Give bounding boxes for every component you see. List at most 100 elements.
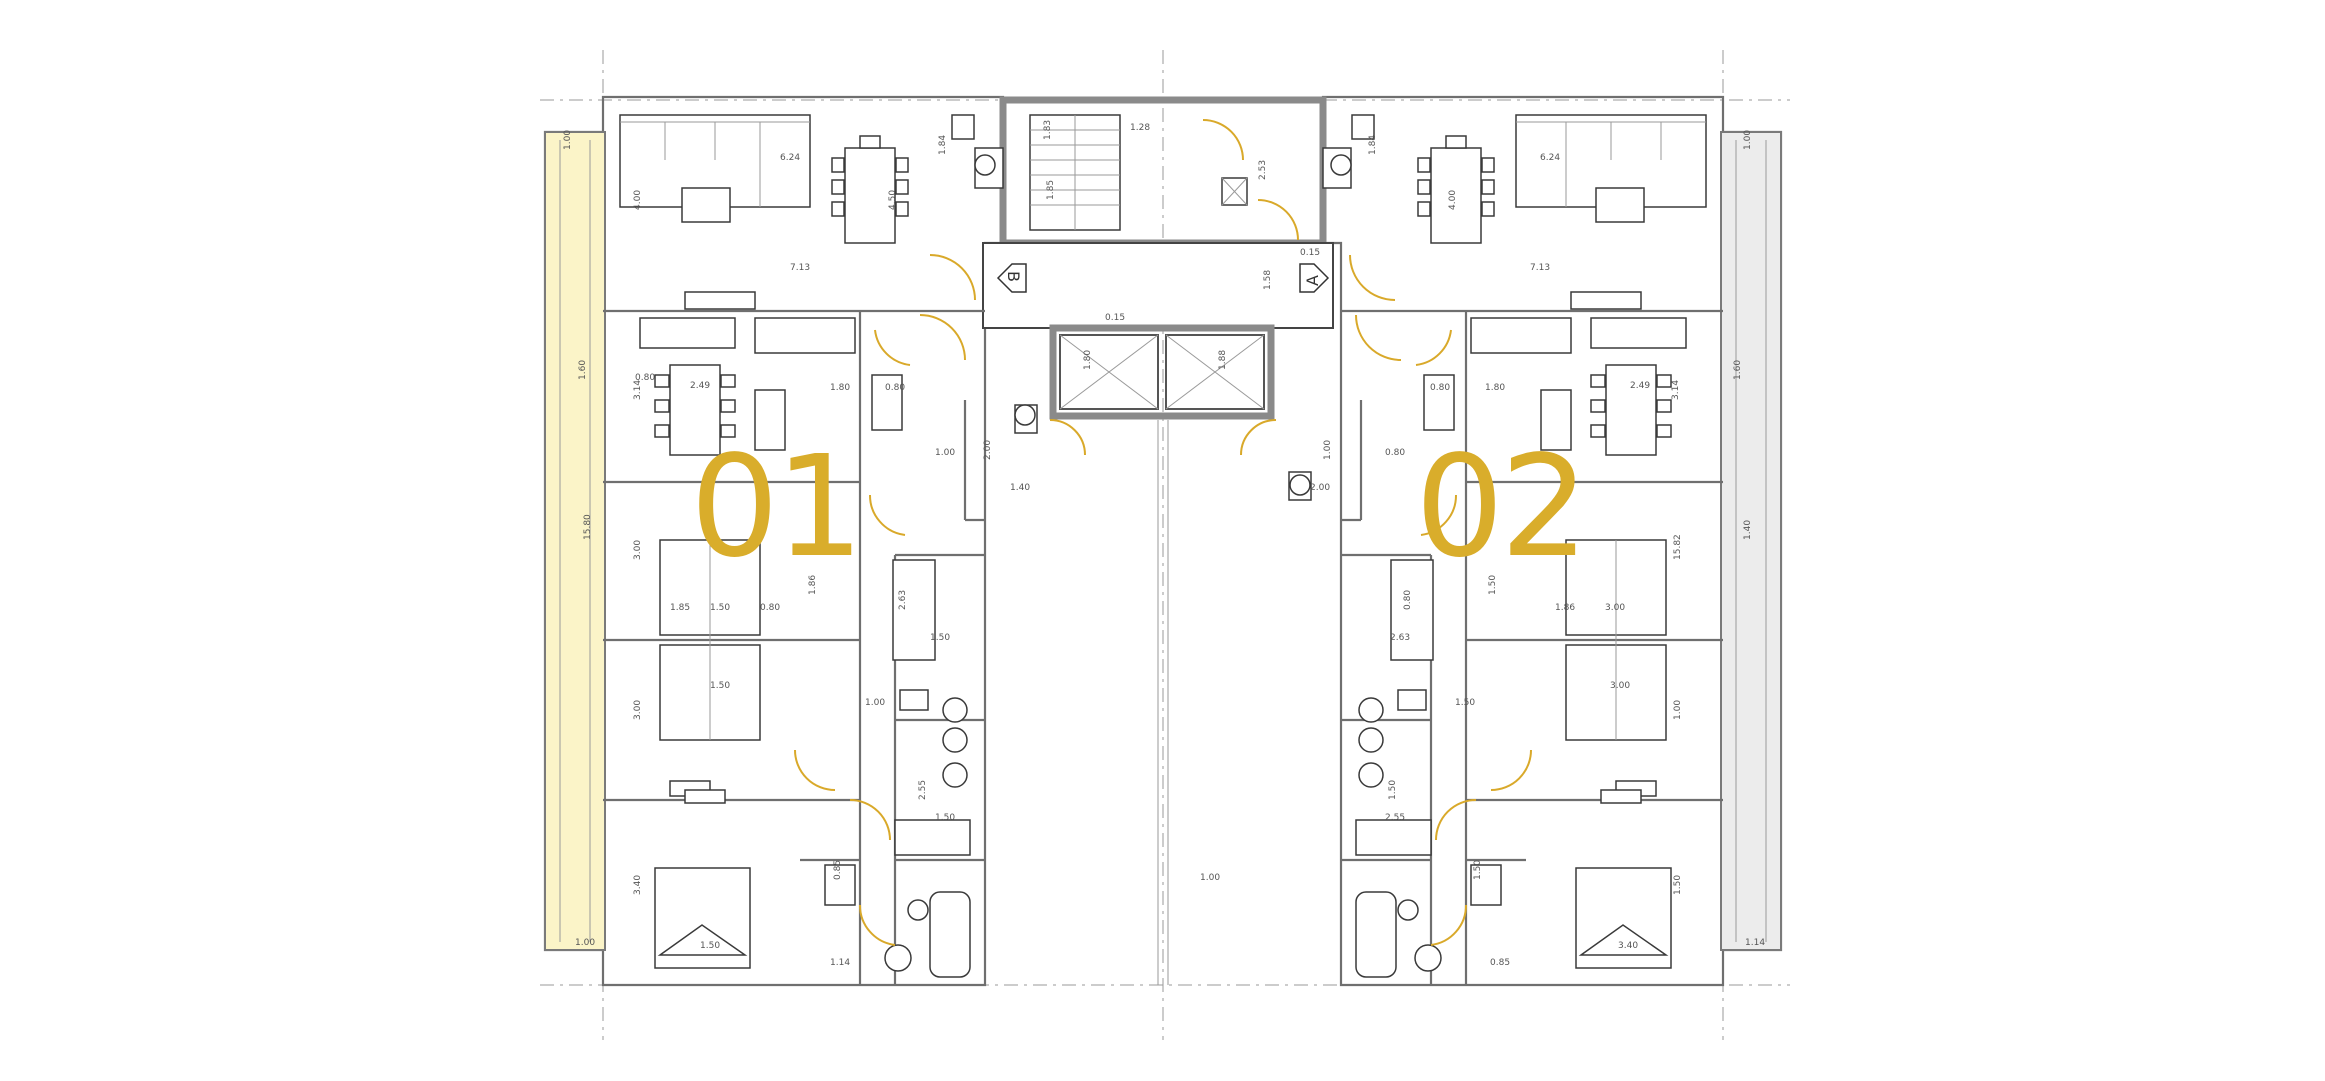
- dim-unit-02-9: 1.80: [1485, 383, 1505, 393]
- dim-unit-01-29: 1.50: [700, 941, 720, 951]
- kitchen-table-01: [669, 364, 721, 456]
- dim-unit-02-3: 6.24: [1540, 153, 1560, 163]
- dim-unit-01-3: 6.24: [780, 153, 800, 163]
- dim-core-7: 1.88: [1218, 350, 1228, 370]
- kitchen-table-02: [1605, 364, 1657, 456]
- dim-unit-01-31: 1.14: [830, 958, 850, 968]
- bathtub-01: [929, 891, 971, 978]
- dim-core-4: 0.15: [1300, 248, 1320, 258]
- core: B A: [982, 96, 1334, 985]
- kitchen-counter-01: [639, 317, 736, 349]
- dim-unit-01-15: 15.80: [583, 514, 593, 540]
- dim-unit-02-0: 1.00: [1743, 130, 1753, 150]
- core-lobby: [982, 242, 1334, 329]
- dim-unit-02-5: 1.60: [1733, 360, 1743, 380]
- dim-unit-02-15: 3.00: [1605, 603, 1625, 613]
- dim-unit-01-9: 0.80: [635, 373, 655, 383]
- unit-02-furniture: [1288, 114, 1707, 978]
- single-bed-01: [892, 559, 936, 661]
- doors: [794, 119, 1532, 946]
- dim-unit-01-10: 1.80: [830, 383, 850, 393]
- tv-unit-02: [1570, 291, 1642, 310]
- dim-unit-02-24: 2.55: [1385, 813, 1405, 823]
- dim-unit-02-13: 1.40: [1743, 520, 1753, 540]
- dim-unit-02-19: 2.63: [1390, 633, 1410, 643]
- dim-unit-01-17: 1.50: [710, 603, 730, 613]
- dim-unit-02-7: 2.49: [1630, 381, 1650, 391]
- toilet-02a: [1358, 697, 1384, 723]
- dim-unit-02-23: 1.50: [1388, 780, 1398, 800]
- dim-unit-01-23: 1.00: [865, 698, 885, 708]
- dim-unit-01-28: 3.40: [633, 875, 643, 895]
- unit-01-area: [543, 95, 1005, 987]
- dim-unit-01-4: 4.50: [888, 190, 898, 210]
- dim-unit-01-32: 1.00: [575, 938, 595, 948]
- dim-unit-01-18: 1.86: [808, 575, 818, 595]
- dim-unit-01-22: 1.50: [930, 633, 950, 643]
- dim-unit-02-16: 1.50: [1488, 575, 1498, 595]
- dim-unit-01-7: 3.14: [633, 380, 643, 400]
- wardrobe-01: [824, 864, 856, 906]
- dim-unit-02-8: 0.80: [1430, 383, 1450, 393]
- unit-01-balcony: [544, 131, 606, 951]
- dim-unit-01-24: 3.00: [633, 700, 643, 720]
- dim-unit-02-30: 1.00: [1200, 873, 1220, 883]
- dim-unit-02-28: 0.85: [1490, 958, 1510, 968]
- dim-unit-01-2: 7.13: [790, 263, 810, 273]
- bed-02c: [1575, 867, 1672, 969]
- dim-unit-02-25: 1.50: [1673, 875, 1683, 895]
- core-lift-block: [1049, 324, 1275, 420]
- coffee-table-02: [1595, 187, 1645, 223]
- dim-core-8: 0.15: [1105, 313, 1125, 323]
- dim-unit-01-25: 1.50: [710, 681, 730, 691]
- stair-label-a-text: A: [1303, 275, 1322, 286]
- tv-unit-01: [684, 291, 756, 310]
- dim-unit-02-18: 0.80: [1403, 590, 1413, 610]
- dim-unit-01-6: 1.60: [578, 360, 588, 380]
- dim-unit-02-1: 4.00: [1448, 190, 1458, 210]
- dim-unit-01-14: 1.40: [1010, 483, 1030, 493]
- unit-01-label: 01: [690, 426, 860, 589]
- dim-unit-01-19: 0.80: [760, 603, 780, 613]
- dim-core-2: 1.85: [1046, 180, 1056, 200]
- dim-unit-01-12: 1.00: [935, 448, 955, 458]
- stair-label-b: B: [996, 263, 1027, 293]
- dim-unit-01-13: 2.00: [983, 440, 993, 460]
- toilet-01a: [942, 697, 968, 723]
- dim-core-1: 1.28: [1130, 123, 1150, 133]
- stair-label-b-text: B: [1004, 271, 1023, 282]
- dim-unit-01-20: 1.85: [670, 603, 690, 613]
- dim-unit-01-27: 1.50: [935, 813, 955, 823]
- dim-unit-02-6: 3.14: [1671, 380, 1681, 400]
- dim-unit-02-11: 1.00: [1323, 440, 1333, 460]
- stair-treads: [1029, 114, 1121, 231]
- dim-unit-01-26: 2.55: [918, 780, 928, 800]
- dim-unit-02-21: 1.00: [1673, 700, 1683, 720]
- coffee-table-01: [681, 187, 731, 223]
- dim-unit-02-14: 15.82: [1673, 534, 1683, 560]
- dim-unit-01-16: 3.00: [633, 540, 643, 560]
- dim-unit-02-2: 7.13: [1530, 263, 1550, 273]
- dim-unit-01-21: 2.63: [898, 590, 908, 610]
- dim-unit-02-20: 1.50: [1455, 698, 1475, 708]
- dim-unit-02-10: 0.80: [1385, 448, 1405, 458]
- dim-unit-01-0: 1.00: [563, 130, 573, 150]
- dim-unit-02-22: 3.00: [1610, 681, 1630, 691]
- unit-02-balcony: [1720, 131, 1782, 951]
- dim-unit-02-26: 3.40: [1618, 941, 1638, 951]
- dim-unit-02-17: 1.86: [1555, 603, 1575, 613]
- stair-label-a: A: [1299, 263, 1330, 293]
- dining-table-01: [844, 147, 896, 244]
- wardrobe-02: [1470, 864, 1502, 906]
- dining-table-02: [1430, 147, 1482, 244]
- dim-unit-02-29: 1.14: [1745, 938, 1765, 948]
- bathtub-02: [1355, 891, 1397, 978]
- dim-unit-01-11: 0.80: [885, 383, 905, 393]
- single-bed-02: [1390, 559, 1434, 661]
- dim-unit-01-30: 0.85: [833, 860, 843, 880]
- dim-unit-01-5: 1.84: [938, 135, 948, 155]
